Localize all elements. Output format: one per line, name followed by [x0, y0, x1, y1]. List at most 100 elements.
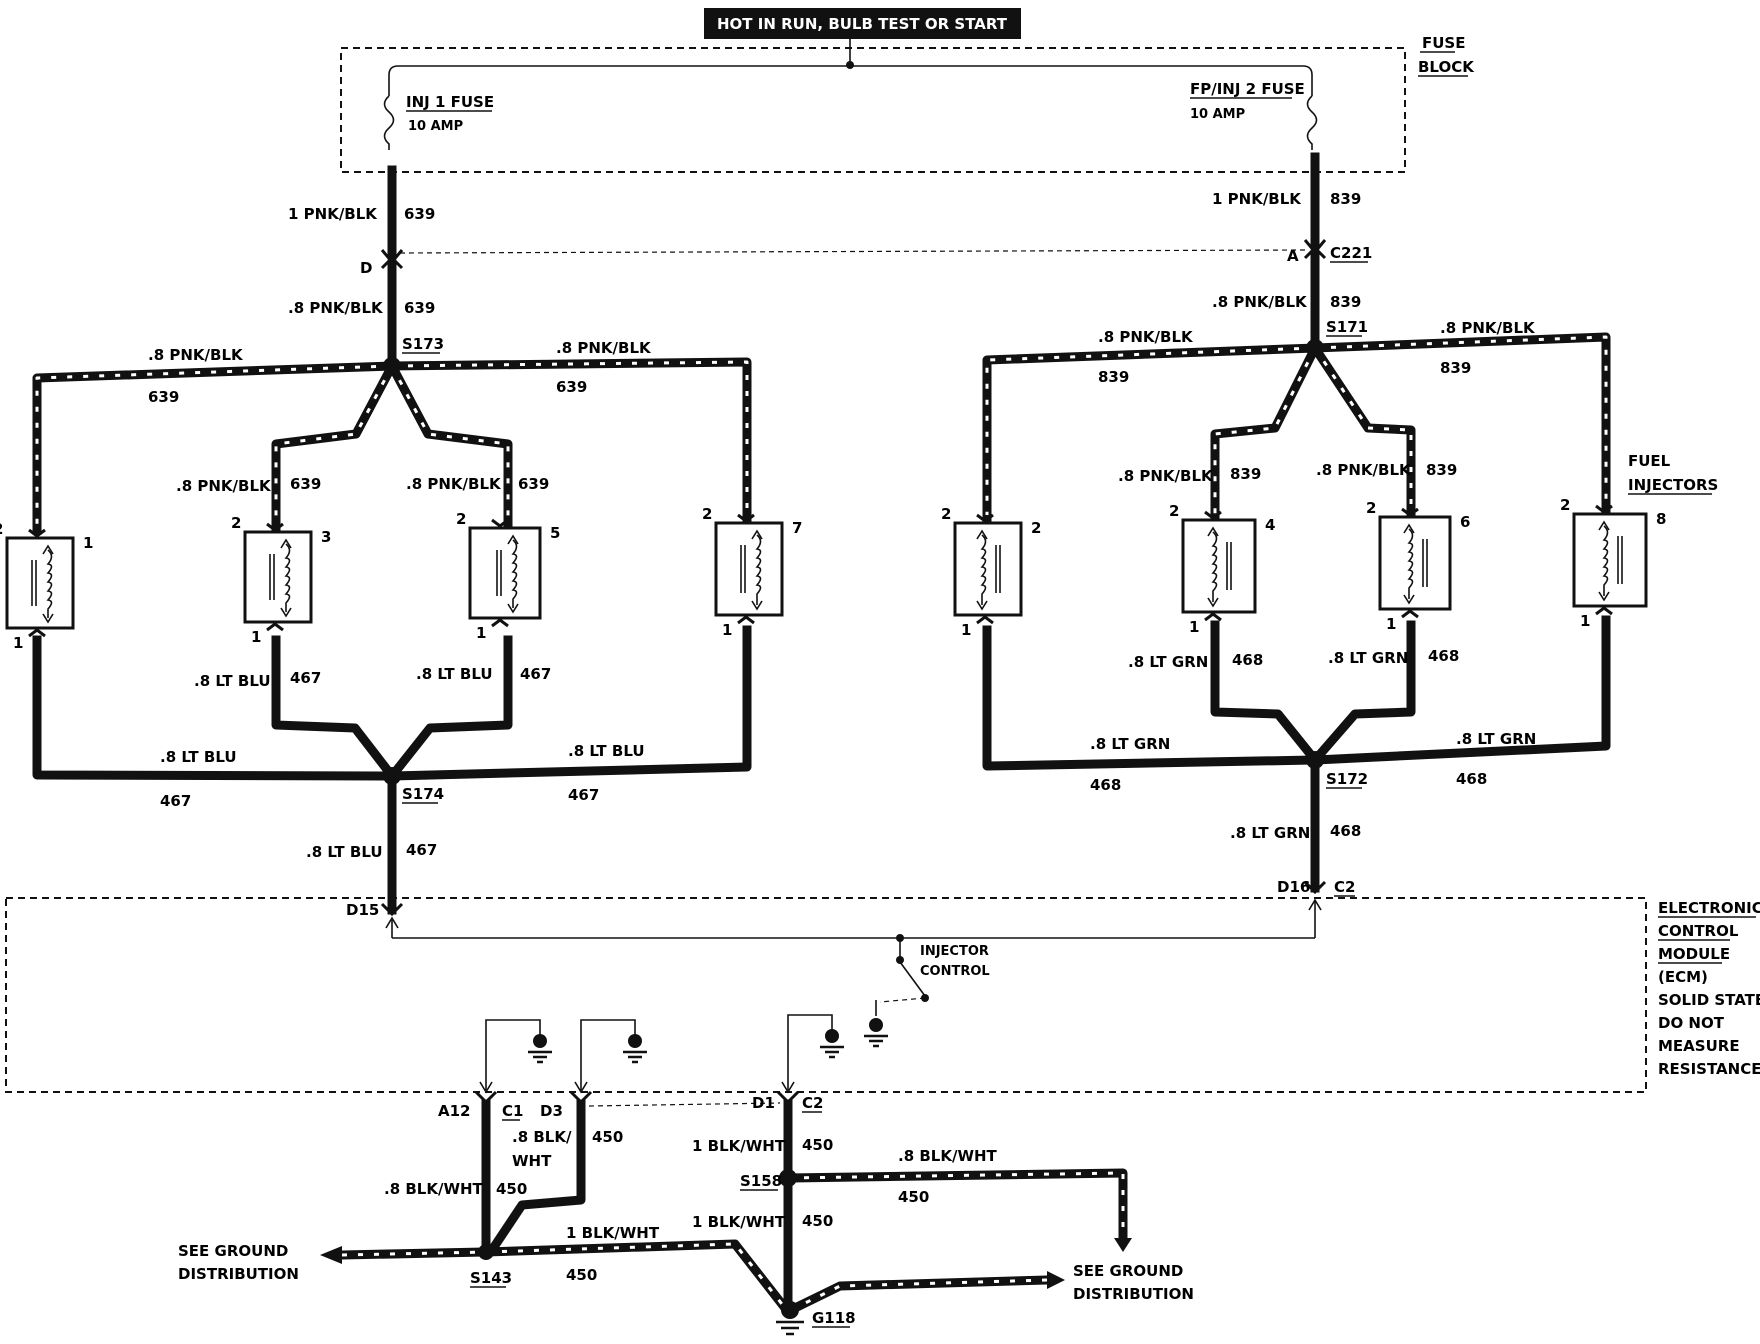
- connector-label: D3: [540, 1102, 563, 1120]
- wire-label: .8 LT BLU: [306, 843, 383, 861]
- wire-label: .8 PNK/BLK: [1440, 319, 1536, 337]
- fpinj2-fuse-icon: [1306, 95, 1318, 150]
- injector-coil-icon: [1211, 531, 1218, 602]
- wire-label: 467: [406, 841, 437, 859]
- injector-pin-top: 2: [231, 514, 241, 532]
- wire-label: 639: [148, 388, 179, 406]
- injector-number: 3: [321, 528, 331, 546]
- wire-label: 839: [1230, 465, 1261, 483]
- wire-label: .8 PNK/BLK: [1098, 328, 1194, 346]
- wire-label: 450: [802, 1136, 833, 1154]
- injector-coil-icon: [755, 534, 762, 605]
- connector-label: D: [360, 259, 372, 277]
- ecm-label: ELECTRONIC CONTROL MODULE (ECM) SOLID ST…: [1658, 899, 1760, 1078]
- fuel-injectors-label-2: INJECTORS: [1628, 476, 1718, 494]
- ground-arrow-right-icon: [1047, 1271, 1065, 1289]
- splice-label: S171: [1326, 318, 1368, 336]
- wire-label: .8 PNK/BLK: [288, 299, 384, 317]
- wire-label: 839: [1440, 359, 1471, 377]
- wire-label: 639: [404, 299, 435, 317]
- wire-label: 468: [1232, 651, 1263, 669]
- injector-pin-bottom: 1: [1386, 615, 1396, 633]
- wiring: [32, 152, 1611, 1315]
- injector-control-label-1: INJECTOR: [920, 944, 989, 959]
- ecm-ground-icon: [528, 1034, 552, 1064]
- injector-number: 6: [1460, 513, 1470, 531]
- connector-label: D1: [752, 1094, 775, 1112]
- injector-coil-icon: [1602, 525, 1609, 596]
- ground-arrow-down-icon: [1114, 1238, 1132, 1252]
- wire-label: 1 BLK/WHT: [566, 1224, 660, 1242]
- ground-distribution-label: DISTRIBUTION: [178, 1265, 299, 1283]
- injector-pin-top: 2: [0, 520, 3, 538]
- wire-label: 1 BLK/WHT: [692, 1213, 786, 1231]
- splice-label: S172: [1326, 770, 1368, 788]
- injector-coil-icon: [511, 539, 518, 608]
- wire-label: 1 PNK/BLK: [288, 205, 378, 223]
- fuel-injector: 212: [941, 505, 1041, 639]
- wire-label: 450: [592, 1128, 623, 1146]
- wire-label: 839: [1330, 190, 1361, 208]
- wire-label: .8 PNK/BLK: [1118, 467, 1214, 485]
- inj1-fuse-rating: 10 AMP: [408, 119, 463, 134]
- ecm-label-line: ELECTRONIC: [1658, 899, 1760, 917]
- splice-label: S174: [402, 785, 444, 803]
- ecm-label-line: CONTROL: [1658, 922, 1739, 940]
- inj1-fuse-name: INJ 1 FUSE: [406, 93, 494, 111]
- ecm-ground-icon: [820, 1029, 844, 1059]
- injector-number: 7: [792, 519, 802, 537]
- injector-coil-icon: [1407, 528, 1414, 599]
- connector-marks: [380, 239, 1327, 1105]
- injector-pin-bottom: 1: [476, 624, 486, 642]
- wire-label: 639: [518, 475, 549, 493]
- wire-label: .8 LT BLU: [568, 742, 645, 760]
- injector-pin-top: 2: [456, 510, 466, 528]
- g118-ground-icon: [776, 1320, 804, 1336]
- inj1-fuse-icon: [383, 95, 395, 150]
- wire-label: .8 PNK/BLK: [148, 346, 244, 364]
- splice-labels: S173 S171 S174 S172 S158 S143 G118: [402, 318, 1368, 1328]
- header-text: HOT IN RUN, BULB TEST OR START: [717, 15, 1008, 33]
- injector-pin-top: 2: [1366, 499, 1376, 517]
- injector-pin-top: 2: [1169, 502, 1179, 520]
- splice-label: S143: [470, 1269, 512, 1287]
- wire-label: .8 BLK/WHT: [898, 1147, 998, 1165]
- ecm-label-line: DO NOT: [1658, 1014, 1725, 1032]
- wire-label: 467: [520, 665, 551, 683]
- wire-label: 1 BLK/WHT: [692, 1137, 786, 1155]
- ecm-module: INJECTOR CONTROL: [5, 897, 1647, 1094]
- connector-label: A12: [438, 1102, 470, 1120]
- wire-label: 468: [1456, 770, 1487, 788]
- wire-label: 467: [290, 669, 321, 687]
- wire-label: .8 BLK/: [512, 1128, 572, 1146]
- wire-label: .8 LT GRN: [1456, 730, 1536, 748]
- wire-label: .8 LT GRN: [1230, 824, 1310, 842]
- connector-label: C1: [502, 1102, 523, 1120]
- connector-label: A: [1287, 247, 1299, 265]
- connector-label: D15: [346, 901, 379, 919]
- injector-coil-icon: [284, 543, 291, 612]
- wire-label: .8 PNK/BLK: [1212, 293, 1308, 311]
- wire-label: 450: [898, 1188, 929, 1206]
- wire-label: 467: [568, 786, 599, 804]
- ecm-label-line: MODULE: [1658, 945, 1730, 963]
- wire-label: WHT: [512, 1152, 552, 1170]
- ecm-ground-icon: [864, 1018, 888, 1048]
- splice-label: S173: [402, 335, 444, 353]
- wire-label: .8 LT GRN: [1090, 735, 1170, 753]
- injector-pin-top: 2: [941, 505, 951, 523]
- ground-distribution-label: DISTRIBUTION: [1073, 1285, 1194, 1303]
- fuel-injector: 211: [0, 520, 93, 652]
- wire-labels: 1 PNK/BLK 639 1 PNK/BLK 839 .8 PNK/BLK 6…: [148, 190, 1536, 1284]
- injector-pin-bottom: 1: [722, 621, 732, 639]
- connector-labels: D A C221 D15 D16 C2 A12 C1 D3 D1 C2: [346, 244, 1372, 1121]
- wire-label: 468: [1428, 647, 1459, 665]
- splice-label: S158: [740, 1172, 782, 1190]
- ecm-label-line: SOLID STATE: [1658, 991, 1760, 1009]
- wire-label: 467: [160, 792, 191, 810]
- wire-label: 450: [566, 1266, 597, 1284]
- injector-pin-top: 2: [1560, 496, 1570, 514]
- wire-label: .8 LT BLU: [194, 672, 271, 690]
- injector-number: 4: [1265, 516, 1275, 534]
